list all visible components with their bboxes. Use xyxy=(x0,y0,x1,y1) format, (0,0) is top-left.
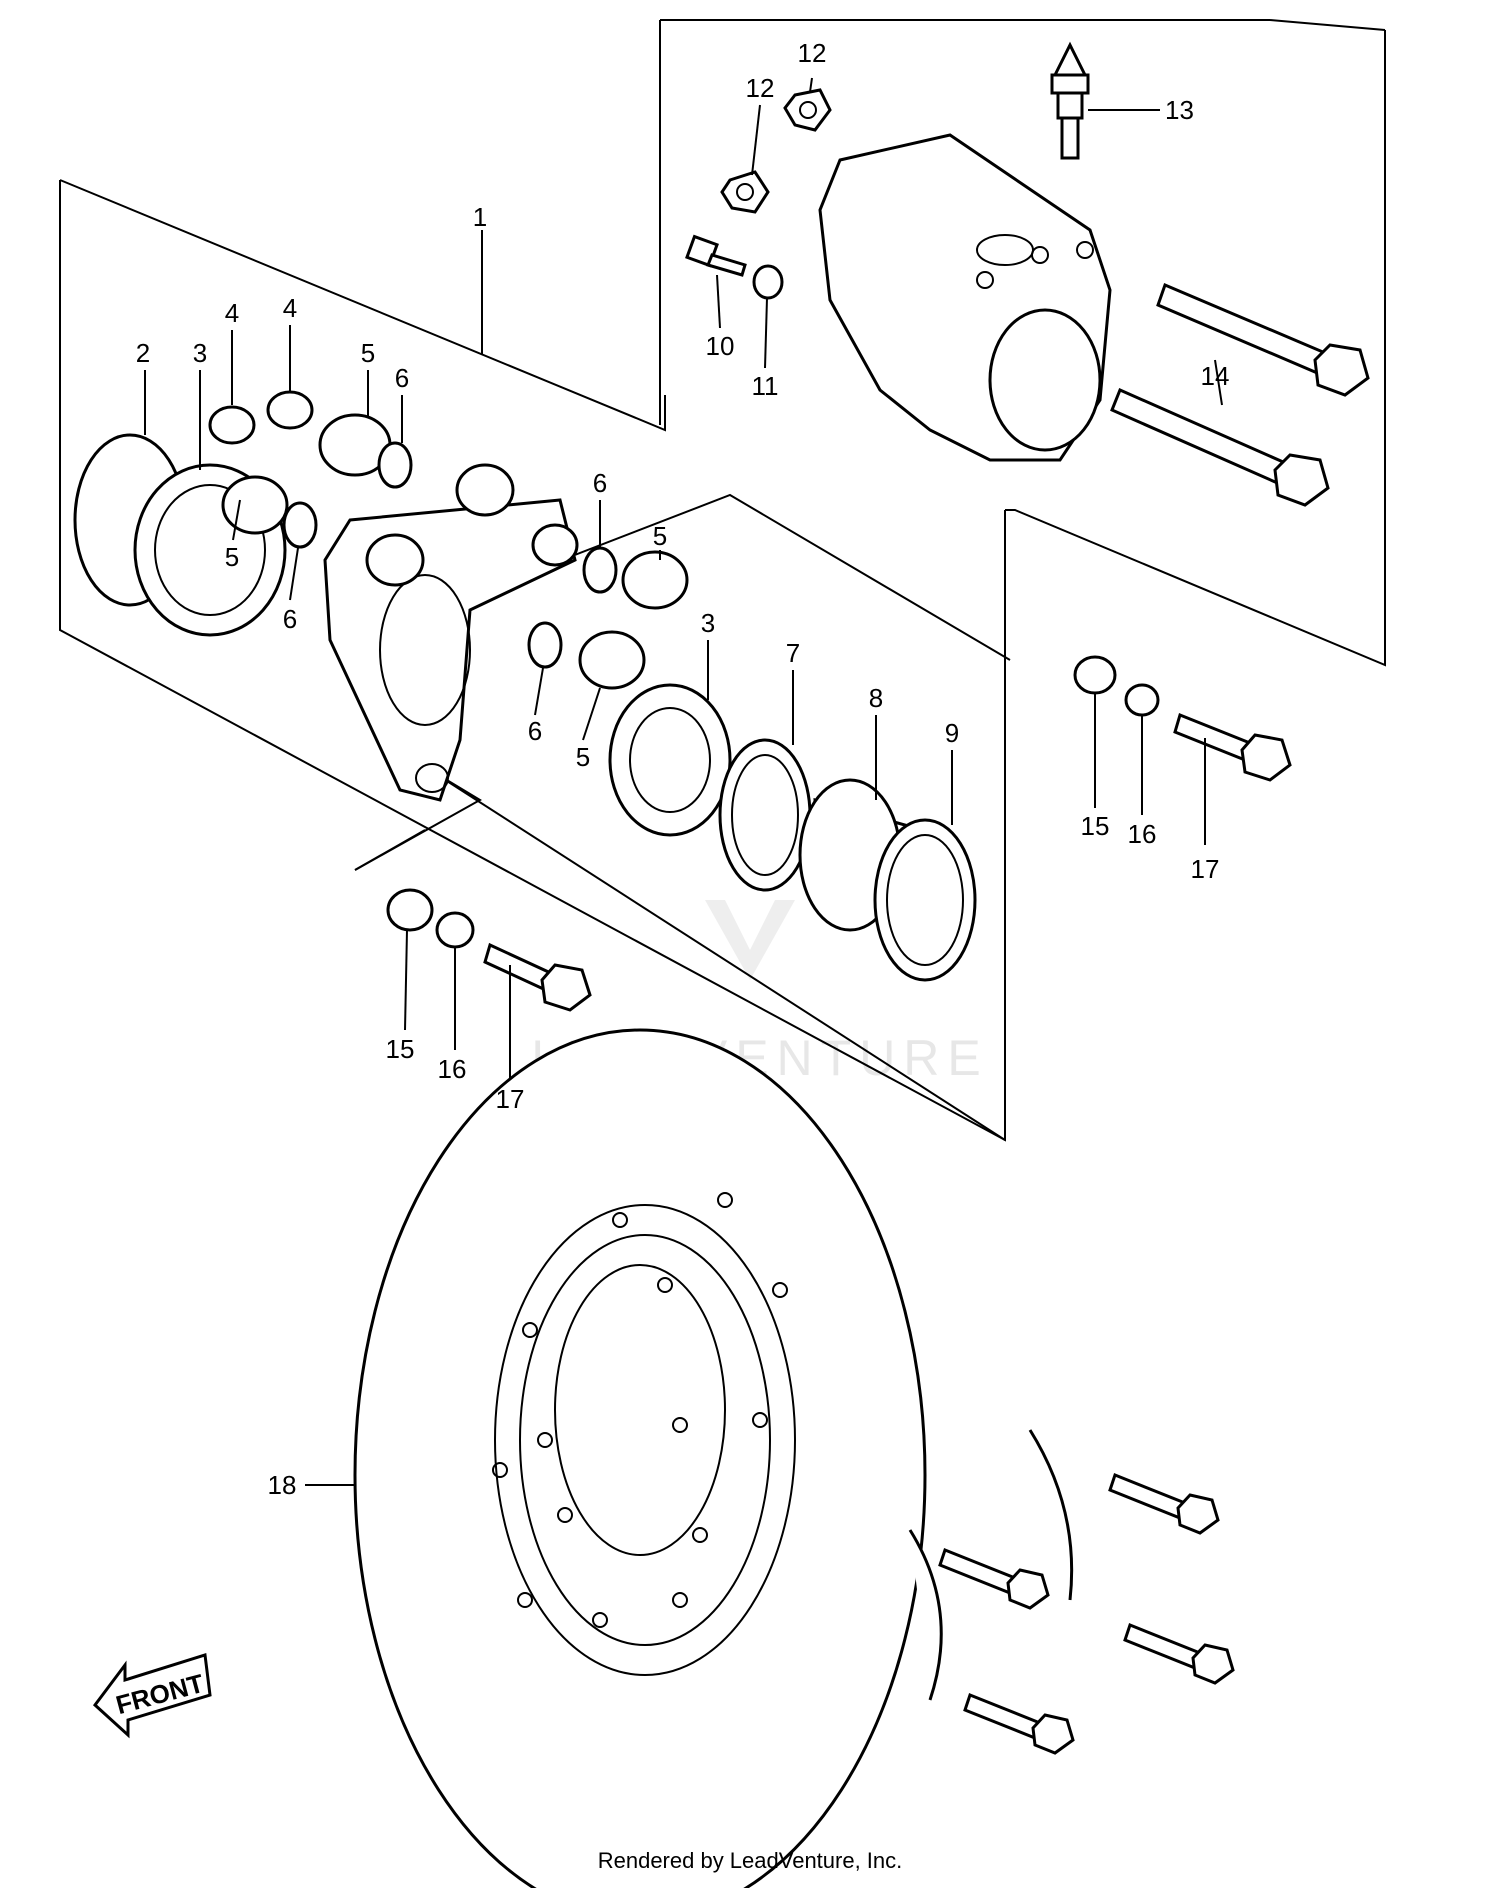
label-6c: 6 xyxy=(593,468,607,498)
caliper-assembly-frame xyxy=(59,179,1006,1142)
part-1-caliper-bracket xyxy=(323,463,579,802)
part-16-lockwasher-right xyxy=(1124,683,1160,717)
label-16-right: 16 xyxy=(1128,819,1157,849)
part-17-bolt-right xyxy=(1173,712,1292,782)
caliper-housing-frame xyxy=(659,19,1386,667)
label-10: 10 xyxy=(706,331,735,361)
part-4-washer-a xyxy=(208,405,256,445)
label-12b: 12 xyxy=(798,38,827,68)
label-2: 2 xyxy=(136,338,150,368)
part-14-bolt-upper xyxy=(1156,282,1370,397)
bolt-group-frame xyxy=(509,493,1011,661)
part-7-piston-seal xyxy=(718,738,812,892)
label-6d: 6 xyxy=(528,716,542,746)
part-5-bushing-c xyxy=(621,550,689,610)
part-4-washer-b xyxy=(266,390,314,430)
label-14: 14 xyxy=(1201,361,1230,391)
label-17-left: 17 xyxy=(496,1084,525,1114)
part-16-lockwasher-left xyxy=(435,911,475,949)
part-18-brake-disc xyxy=(353,1028,927,1888)
part-6-ring-d xyxy=(527,621,563,669)
label-15-right: 15 xyxy=(1081,811,1110,841)
footer-credit: Rendered by LeadVenture, Inc. xyxy=(597,1848,903,1873)
label-1: 1 xyxy=(473,202,487,232)
part-12-nut-lower xyxy=(720,170,770,214)
leader-lines xyxy=(144,77,1223,1486)
part-17-bolt-left xyxy=(483,942,592,1012)
label-8: 8 xyxy=(869,683,883,713)
disc-bolt-3 xyxy=(1123,1623,1235,1685)
label-6b: 6 xyxy=(283,604,297,634)
label-13: 13 xyxy=(1165,95,1194,125)
label-7: 7 xyxy=(786,638,800,668)
label-12a: 12 xyxy=(746,73,775,103)
part-13-bleeder-valve xyxy=(1050,41,1090,160)
part-10-bolt xyxy=(685,234,747,277)
front-direction-arrow: FRONT xyxy=(92,1653,212,1739)
label-16-left: 16 xyxy=(438,1054,467,1084)
part-14-bolt-lower xyxy=(1110,388,1330,507)
part-11-washer xyxy=(752,264,784,300)
caliper-housing xyxy=(818,133,1112,462)
label-17-right: 17 xyxy=(1191,854,1220,884)
disc-lock-plate-upper xyxy=(1028,1429,1074,1601)
part-3-dust-boot-right xyxy=(608,683,732,837)
label-6a: 6 xyxy=(395,363,409,393)
part-9-piston-ring xyxy=(873,818,977,982)
part-6-ring-b xyxy=(282,501,318,549)
disc-bolt-2 xyxy=(938,1548,1050,1610)
part-number-labels: 1 2 3 4 4 5 6 5 6 6 5 6 5 3 7 8 9 10 11 … xyxy=(136,38,1230,1500)
label-5b: 5 xyxy=(225,542,239,572)
label-5c: 5 xyxy=(653,521,667,551)
label-4a: 4 xyxy=(225,298,239,328)
part-6-ring-c xyxy=(582,546,618,594)
label-18: 18 xyxy=(268,1470,297,1500)
label-5d: 5 xyxy=(576,742,590,772)
part-6-ring-a xyxy=(377,441,413,489)
part-12-nut-upper xyxy=(783,88,832,132)
part-5-bushing-a xyxy=(221,475,289,535)
label-4b: 4 xyxy=(283,293,297,323)
disc-lock-plate-lower xyxy=(908,1529,943,1701)
label-3a: 3 xyxy=(193,338,207,368)
part-15-washer-left xyxy=(386,888,434,932)
label-11: 11 xyxy=(752,371,779,401)
label-3b: 3 xyxy=(701,608,715,638)
label-15-left: 15 xyxy=(386,1034,415,1064)
part-5-bushing-d xyxy=(578,630,646,690)
label-5a: 5 xyxy=(361,338,375,368)
part-15-washer-right xyxy=(1073,655,1117,695)
disc-bolt-4 xyxy=(963,1693,1075,1755)
disc-bolt-1 xyxy=(1108,1473,1220,1535)
label-9: 9 xyxy=(945,718,959,748)
